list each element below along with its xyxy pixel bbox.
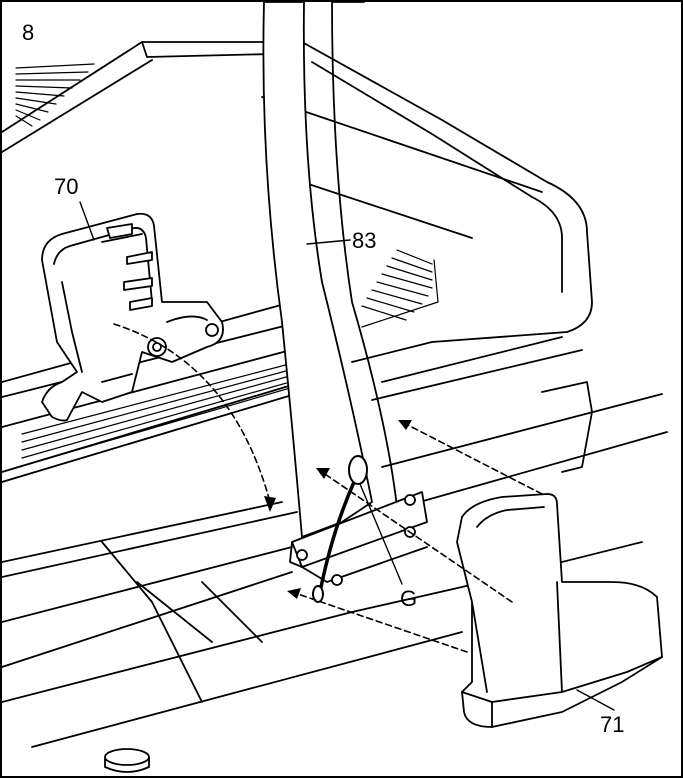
arrow-heads xyxy=(264,420,412,599)
leader-70 xyxy=(79,201,95,241)
callout-71: 71 xyxy=(600,712,625,737)
leader-83 xyxy=(306,239,351,245)
arrow-bracket-to-frame xyxy=(113,323,271,503)
arrow-cover-middle xyxy=(321,471,513,603)
arrow-cover-upper xyxy=(401,421,543,495)
step-number: 8 xyxy=(22,20,35,45)
foot-pad xyxy=(104,748,150,766)
leader-g xyxy=(359,483,403,585)
callout-83: 83 xyxy=(352,228,377,253)
bolt-2 xyxy=(404,494,416,506)
callout-70: 70 xyxy=(54,174,79,199)
motor-vent xyxy=(361,249,439,328)
upright-tube xyxy=(262,2,398,538)
left-bracket xyxy=(41,212,224,422)
wire-g xyxy=(312,455,368,603)
treadmill-deck xyxy=(2,41,273,153)
guide-arrows xyxy=(113,323,543,653)
arrow-cover-lower xyxy=(291,591,468,653)
bracket-hole xyxy=(147,337,167,357)
callout-g: G xyxy=(400,586,418,611)
leader-71 xyxy=(576,689,615,711)
base-cover xyxy=(456,493,663,728)
upright-bracket xyxy=(289,491,428,586)
bolt-4 xyxy=(331,574,343,586)
leader-lines xyxy=(79,201,615,711)
bolt-1 xyxy=(296,549,308,561)
tread-grip-pattern xyxy=(15,63,95,127)
